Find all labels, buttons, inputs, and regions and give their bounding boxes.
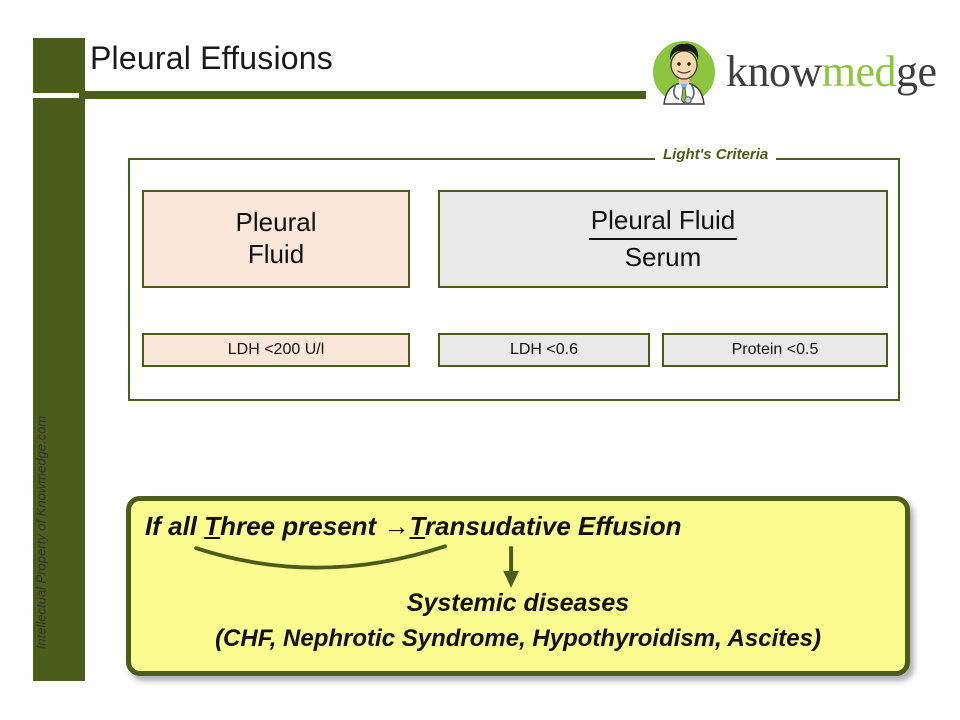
mnemonic-t-three: T [204,511,221,541]
logo-text-ge: ge [896,47,937,96]
page-title: Pleural Effusions [90,40,333,76]
ratio-numerator: Pleural Fluid [588,205,738,240]
conclusion-middle: hree present [220,511,384,541]
title-underline-rule [79,91,646,99]
logo-text-know: know [726,47,822,96]
conclusion-prefix: If all [145,511,205,541]
sidebar-accent-bottom [33,98,85,681]
down-arrow-icon [503,546,519,588]
copyright-watermark: Intellectual Property of Knowmedge.com [33,415,49,650]
conclusion-box: If all Three present →Transudative Effus… [126,496,910,676]
lights-criteria-legend: Light's Criteria [655,146,777,163]
criteria-chip-protein-ratio: Protein <0.5 [662,333,888,367]
systemic-diseases-heading: Systemic diseases [406,589,630,617]
criteria-chip-ldh-ratio: LDH <0.6 [438,333,650,367]
knowmedge-logo: knowmedge [650,38,937,108]
pleural-fluid-serum-ratio-box: Pleural Fluid Serum [438,190,888,288]
right-arrow-icon: → [383,511,410,541]
systemic-diseases-list: (CHF, Nephrotic Syndrome, Hypothyroidism… [215,625,821,652]
mnemonic-t-transudative: T [409,511,425,541]
criteria-chip-ldh-absolute: LDH <200 U/l [142,333,410,367]
conclusion-headline: If all Three present →Transudative Effus… [145,511,682,542]
pleural-fluid-box: Pleural Fluid [142,190,410,288]
pleural-fluid-line2: Fluid [247,239,305,269]
ratio-denominator: Serum [624,241,702,272]
logo-text-med: med [821,47,897,96]
doctor-avatar-icon [651,39,717,105]
lights-criteria-panel [128,158,900,401]
sidebar-accent-top [33,38,85,93]
conclusion-suffix: ransudative Effusion [424,511,682,541]
logo-wordmark: knowmedge [726,46,937,97]
pleural-fluid-line1: Pleural [235,207,317,238]
grouping-arc-icon [194,544,447,570]
